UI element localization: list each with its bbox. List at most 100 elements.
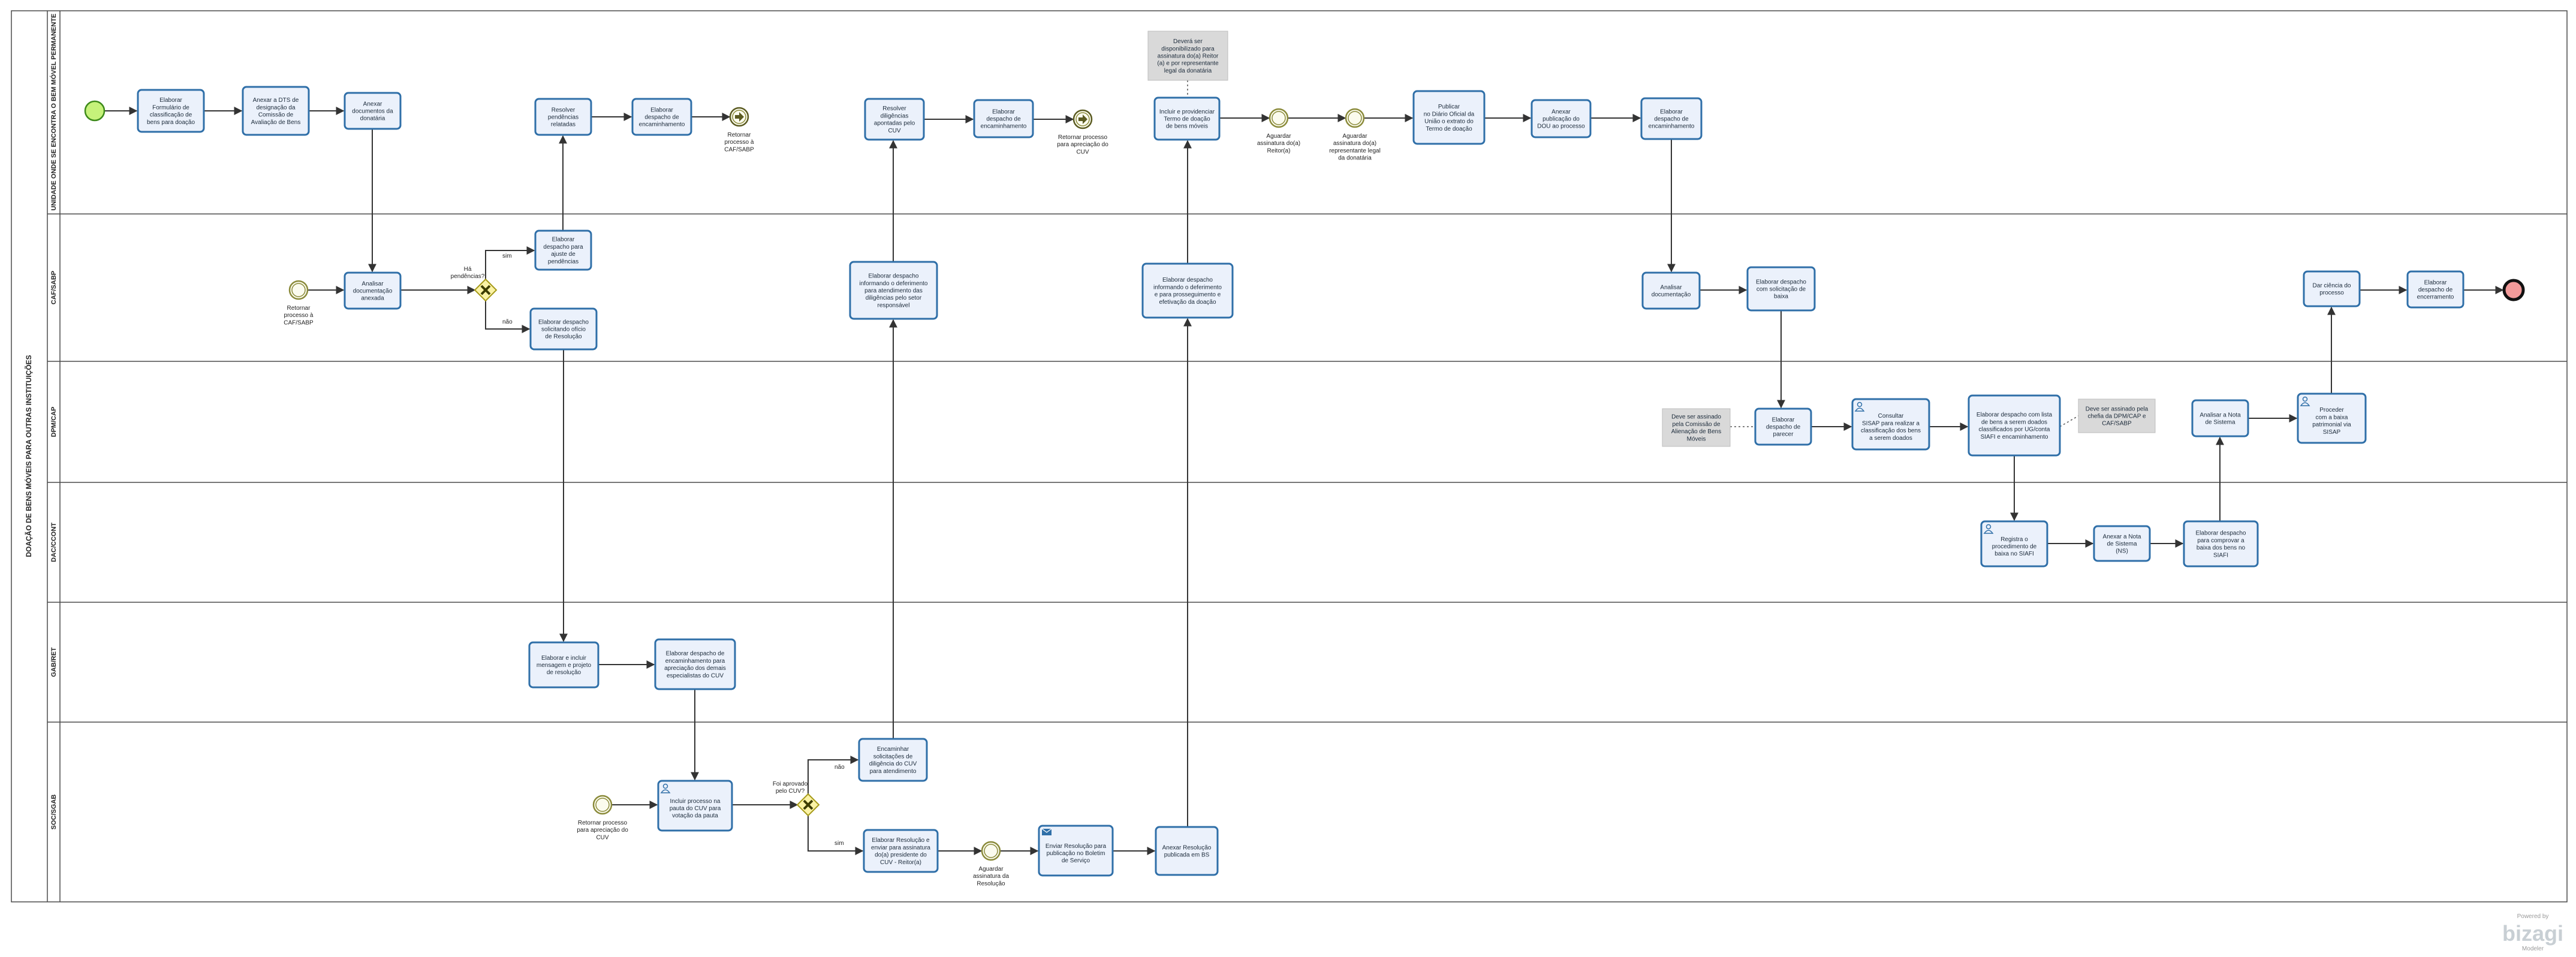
task-box[interactable] (1640, 97, 1703, 140)
annotation-links (1187, 80, 2079, 427)
pool-frame (11, 10, 2568, 902)
task-box[interactable] (2303, 270, 2361, 307)
footer-powered: Powered by (2517, 913, 2549, 920)
footer-sub: Modeler (2522, 946, 2544, 952)
task-box[interactable] (2191, 399, 2249, 437)
task-box[interactable] (1153, 96, 1221, 141)
task-box[interactable] (534, 230, 592, 271)
footer-brand: bizagi (2502, 921, 2563, 946)
task-box[interactable] (973, 99, 1034, 138)
task-box[interactable] (1412, 90, 1486, 145)
task-box[interactable] (849, 261, 938, 320)
task-box[interactable] (1851, 398, 1930, 451)
task-box[interactable] (1641, 271, 1701, 310)
task-box[interactable] (864, 98, 925, 141)
user-task-icon (660, 783, 671, 793)
task-box[interactable] (631, 98, 692, 136)
task-box[interactable] (858, 738, 928, 782)
task-box[interactable] (242, 86, 310, 136)
lane-label-gab-ret: GAB/RET (50, 647, 58, 677)
user-task-icon (1854, 401, 1865, 412)
task-box[interactable] (863, 829, 939, 873)
task-box[interactable] (654, 638, 736, 690)
task-box[interactable] (344, 271, 402, 310)
task-box[interactable] (534, 98, 592, 136)
task-box[interactable] (1038, 825, 1114, 877)
task-box[interactable] (344, 92, 402, 130)
task-box[interactable] (1155, 826, 1219, 876)
lane-label-unidade: UNIDADE ONDE SE ENCONTRA O BEM MÓVEL PER… (50, 14, 58, 211)
task-box[interactable] (657, 780, 733, 832)
footer-logo: Powered by bizagi Modeler (2502, 913, 2563, 952)
task-box[interactable] (1968, 394, 2061, 457)
annotation-box (1662, 408, 1731, 447)
task-box[interactable] (1754, 407, 1812, 446)
task-box[interactable] (1980, 520, 2048, 567)
task-box[interactable] (137, 89, 205, 133)
task-box[interactable] (2093, 525, 2151, 562)
task-box[interactable] (1530, 99, 1592, 138)
task-box[interactable] (2406, 270, 2464, 309)
task-box[interactable] (528, 641, 599, 689)
task-box[interactable] (2183, 520, 2259, 567)
task-box[interactable] (1141, 262, 1234, 319)
task-box[interactable] (1746, 266, 1816, 312)
event-start (84, 100, 106, 122)
lane-labels: UNIDADE ONDE SE ENCONTRA O BEM MÓVEL PER… (50, 14, 58, 830)
task-box[interactable] (529, 307, 598, 351)
event-end (2502, 279, 2525, 301)
task-box[interactable] (2297, 393, 2367, 444)
